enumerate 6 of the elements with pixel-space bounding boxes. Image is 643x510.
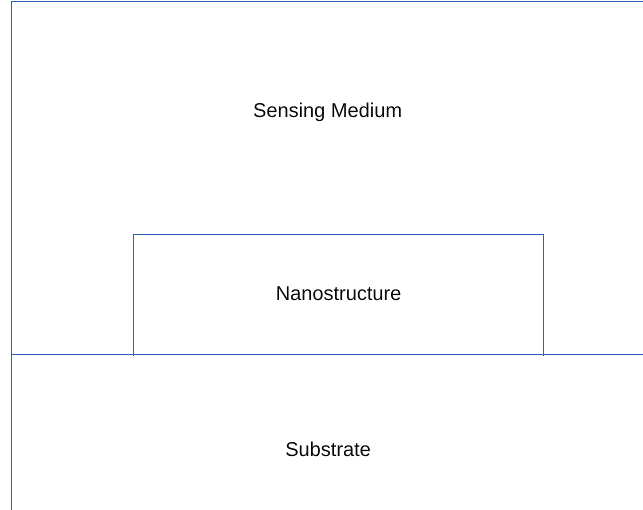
substrate-layer bbox=[11, 354, 643, 510]
sensing-medium-layer bbox=[11, 1, 643, 355]
layer-label: Sensing Medium bbox=[253, 100, 402, 122]
layer-label: Nanostructure bbox=[276, 283, 402, 305]
nanostructure-block bbox=[133, 234, 544, 356]
layer-label: Substrate bbox=[285, 439, 371, 461]
